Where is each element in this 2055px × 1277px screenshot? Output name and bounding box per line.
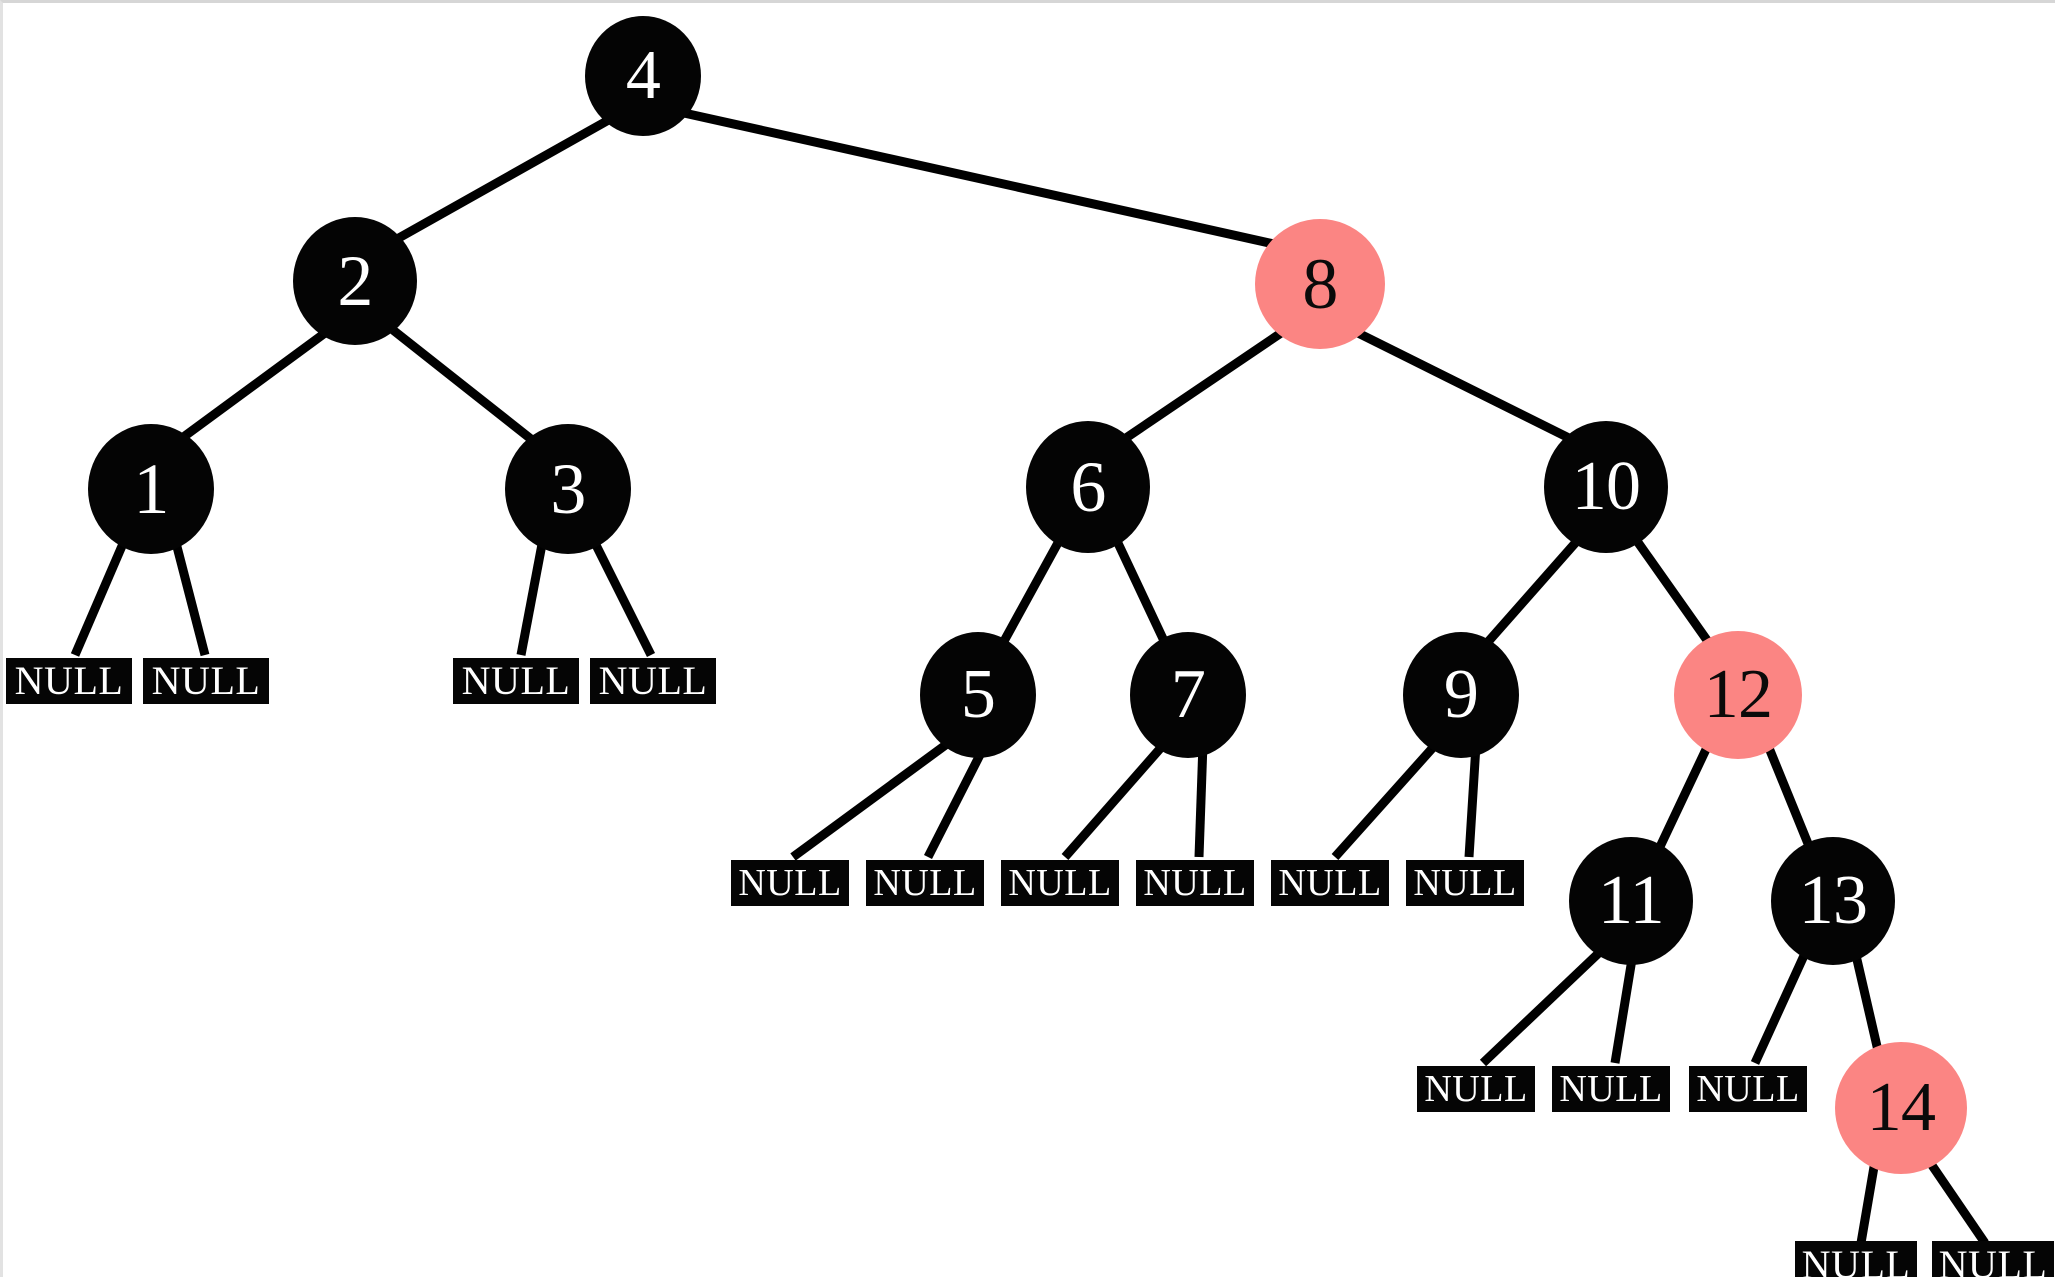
tree-edge <box>1750 947 1812 1065</box>
tree-node-label: 4 <box>625 37 661 114</box>
tree-node-2[interactable]: 2 <box>293 217 417 345</box>
tree-edge <box>1856 1160 1880 1244</box>
tree-edge <box>1762 741 1816 853</box>
tree-null-leaf: NULL <box>1406 860 1524 906</box>
tree-edge <box>1633 538 1713 646</box>
tree-edge <box>588 536 656 658</box>
tree-node-label: 6 <box>1070 447 1106 527</box>
tree-node-3[interactable]: 3 <box>505 424 631 554</box>
tree-node-13[interactable]: 13 <box>1771 837 1895 965</box>
tree-null-leaf: NULL <box>866 860 984 906</box>
tree-null-leaf: NULL <box>1932 1241 2054 1277</box>
tree-edge <box>175 329 328 445</box>
tree-edge <box>999 538 1063 646</box>
tree-edge <box>1120 329 1284 444</box>
tree-node-label: 9 <box>1443 656 1479 733</box>
tree-edge <box>923 742 990 860</box>
tree-null-leaf: NULL <box>1417 1066 1535 1112</box>
tree-node-11[interactable]: 11 <box>1569 837 1693 965</box>
tree-edge <box>1355 328 1576 445</box>
tree-node-label: 2 <box>337 241 373 321</box>
tree-edge <box>390 326 539 447</box>
tree-edge <box>378 109 624 252</box>
tree-node-4[interactable]: 4 <box>585 16 701 136</box>
tree-edge <box>674 106 1284 251</box>
tree-edge <box>516 538 548 656</box>
tree-node-label: 3 <box>550 449 586 529</box>
tree-node-5[interactable]: 5 <box>920 632 1036 758</box>
tree-edge <box>1194 742 1208 858</box>
tree-edge <box>1112 539 1170 645</box>
tree-edge <box>1923 1155 1989 1246</box>
tree-edge <box>1653 741 1714 853</box>
tree-edge <box>1331 739 1441 861</box>
tree-null-leaf: NULL <box>1795 1241 1917 1277</box>
tree-node-1[interactable]: 1 <box>88 424 214 554</box>
tree-null-leaf: NULL <box>1552 1066 1670 1112</box>
tree-edge <box>170 537 210 657</box>
tree-null-leaf: NULL <box>1136 860 1254 906</box>
tree-edge <box>1479 945 1607 1067</box>
tree-node-7[interactable]: 7 <box>1130 632 1246 758</box>
tree-node-label: 7 <box>1170 656 1206 733</box>
tree-edge <box>1483 538 1581 646</box>
tree-node-label: 5 <box>960 656 996 733</box>
tree-node-10[interactable]: 10 <box>1544 421 1668 553</box>
tree-node-label: 11 <box>1597 862 1665 939</box>
tree-node-label: 13 <box>1798 862 1868 939</box>
tree-node-label: 8 <box>1302 244 1338 324</box>
tree-node-12[interactable]: 12 <box>1674 631 1802 759</box>
tree-node-label: 1 <box>133 449 169 529</box>
tree-edge <box>1464 744 1481 858</box>
tree-null-leaf: NULL <box>1271 860 1389 906</box>
tree-node-9[interactable]: 9 <box>1403 632 1519 758</box>
tree-null-leaf: NULL <box>143 658 269 704</box>
tree-null-leaf: NULL <box>590 658 716 704</box>
tree-null-leaf: NULL <box>6 658 132 704</box>
tree-edge <box>1850 949 1884 1057</box>
tree-null-leaf: NULL <box>1689 1066 1807 1112</box>
tree-edge <box>70 537 130 657</box>
tree-node-label: 10 <box>1571 448 1641 525</box>
tree-null-leaf: NULL <box>1001 860 1119 906</box>
tree-edge <box>1610 952 1638 1064</box>
tree-null-leaf: NULL <box>453 658 579 704</box>
tree-null-leaf: NULL <box>731 860 849 906</box>
tree-node-label: 12 <box>1703 656 1773 733</box>
tree-edge <box>1061 740 1169 860</box>
tree-node-6[interactable]: 6 <box>1026 421 1150 553</box>
tree-edge-layer <box>70 106 1989 1246</box>
tree-node-8[interactable]: 8 <box>1255 219 1385 349</box>
tree-node-label: 14 <box>1866 1069 1936 1146</box>
tree-edge <box>790 737 954 861</box>
tree-node-14[interactable]: 14 <box>1835 1042 1967 1174</box>
